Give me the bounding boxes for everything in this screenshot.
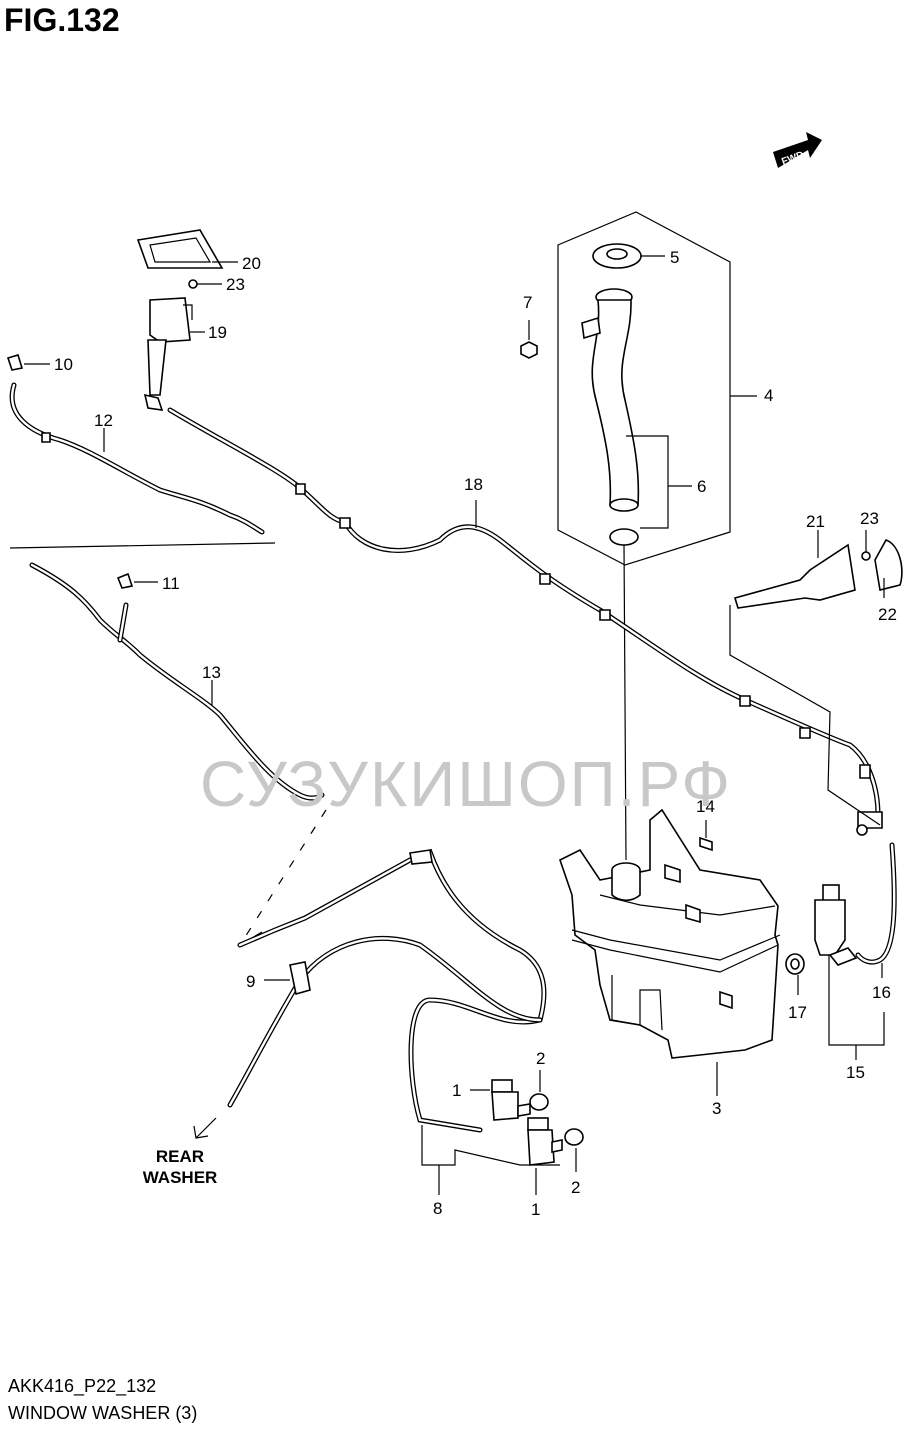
nozzle-cover-20 [136, 229, 238, 269]
figure-caption: WINDOW WASHER (3) [8, 1403, 198, 1423]
figure-code: AKK416_P22_132 [8, 1376, 157, 1396]
callout-2-upper: 2 [536, 1049, 545, 1068]
filler-kit-outline [557, 211, 731, 566]
nozzle-10 [6, 354, 50, 371]
callout-21: 21 [806, 512, 825, 531]
clip-9 [264, 961, 311, 996]
callout-23-top: 23 [226, 275, 245, 294]
callout-16: 16 [872, 983, 891, 1002]
clip-23-right [861, 530, 871, 561]
callout-7: 7 [523, 293, 532, 312]
rear-run-outline [9, 542, 276, 549]
callout-14: 14 [696, 797, 715, 816]
fwd-arrow-icon: FWD [773, 132, 822, 168]
clip-23-top [188, 279, 222, 289]
callout-9: 9 [246, 972, 255, 991]
hose-16 [855, 842, 897, 978]
callout-11: 11 [162, 574, 180, 593]
grommet-17 [785, 953, 805, 995]
callout-10: 10 [54, 355, 73, 374]
rear-washer-label: REAR WASHER [120, 1146, 240, 1188]
hose-18 [167, 407, 883, 836]
callout-8: 8 [433, 1199, 442, 1218]
rear-cover-22 [874, 539, 903, 598]
nut-7 [520, 320, 538, 359]
filler-cap [592, 243, 665, 269]
callout-3: 3 [712, 1099, 721, 1118]
callout-22: 22 [878, 605, 897, 624]
grommet-2-upper [529, 1070, 549, 1111]
callout-4: 4 [764, 386, 773, 405]
nozzle-11 [116, 572, 158, 589]
rear-washer-label-line2: WASHER [142, 1168, 218, 1187]
filler-neck [581, 288, 692, 546]
watermark: СУЗУКИШОП.РФ [200, 748, 733, 820]
figure-title: FIG.132 [4, 2, 120, 38]
washer-pump-1-lower [527, 1117, 563, 1195]
callout-5: 5 [670, 248, 679, 267]
callout-23-right: 23 [860, 509, 879, 528]
washer-nozzle-19 [143, 297, 205, 411]
callout-18: 18 [464, 475, 483, 494]
callout-15: 15 [846, 1063, 865, 1082]
hose-8 [227, 848, 560, 1195]
hose-13 [29, 562, 325, 801]
callout-1-upper: 1 [452, 1081, 461, 1100]
rear-washer-label-line1: REAR [155, 1147, 205, 1166]
callout-20: 20 [242, 254, 261, 273]
rear-washer-arrow-icon [193, 1117, 217, 1139]
washer-pump-1-upper [470, 1079, 531, 1121]
callout-1-lower: 1 [531, 1200, 540, 1219]
washer-tank [559, 808, 781, 1096]
callout-13: 13 [202, 663, 221, 682]
washer-pump-15 [814, 884, 885, 1060]
callout-2-lower: 2 [571, 1178, 580, 1197]
callout-12: 12 [94, 411, 113, 430]
grommet-2-lower [564, 1128, 584, 1172]
bolt-14 [699, 820, 713, 852]
callout-6: 6 [697, 477, 706, 496]
hose-12 [9, 382, 265, 535]
callout-17: 17 [788, 1003, 807, 1022]
callout-19: 19 [208, 323, 227, 342]
rear-nozzle-21 [729, 530, 881, 826]
